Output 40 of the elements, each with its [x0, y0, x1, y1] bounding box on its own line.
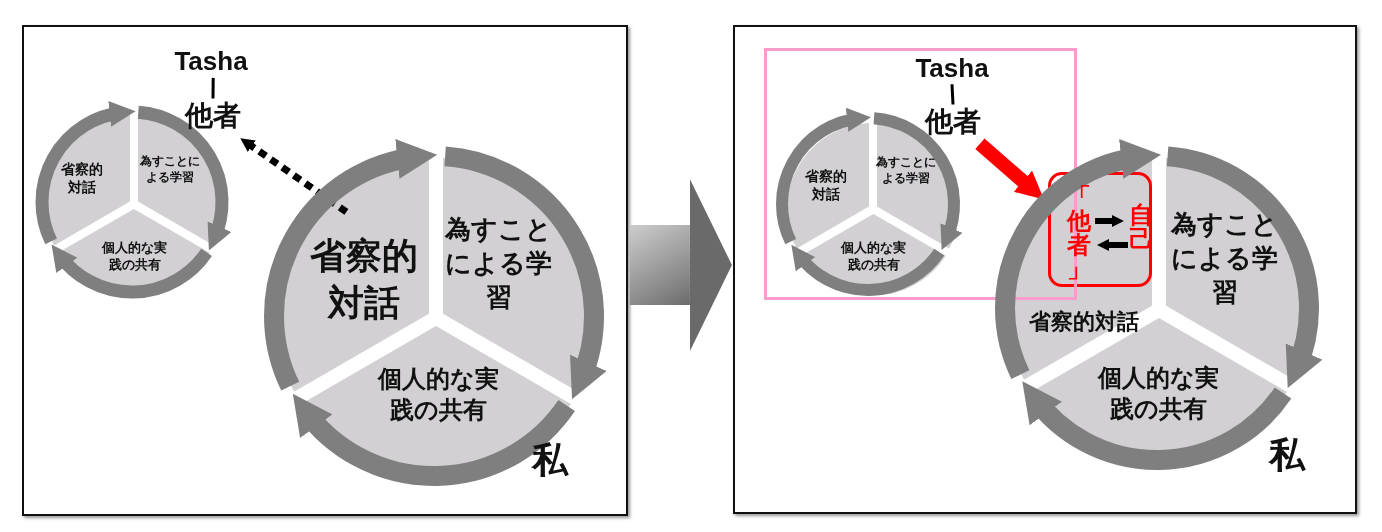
node-label: 自己 — [1129, 203, 1153, 251]
arrow — [35, 101, 136, 244]
segment-label: 為すことによる学習 — [443, 213, 554, 314]
arrow — [137, 105, 231, 251]
name-label: Tasha — [915, 52, 989, 86]
arrow — [873, 112, 962, 251]
arrow — [790, 245, 945, 296]
arrow — [1095, 215, 1124, 227]
dashed-arrow — [240, 138, 349, 215]
connector-line — [950, 84, 955, 105]
connector-line — [211, 77, 215, 99]
panel-frame — [733, 25, 1357, 514]
segment-label: 為すことによる学習 — [139, 154, 201, 186]
arrow — [291, 394, 575, 486]
name-label: Tasha — [174, 45, 248, 79]
arrow — [1021, 381, 1291, 470]
arrow — [776, 108, 871, 244]
arrow — [264, 140, 437, 390]
arrow — [995, 140, 1161, 379]
node-label: 他者 — [185, 97, 241, 135]
node-label: 他者 — [925, 103, 981, 141]
panel-frame — [22, 25, 628, 516]
segment-label: 個人的な実践の共有 — [100, 240, 169, 274]
segment-label: 個人的な実践の共有 — [1096, 362, 1221, 425]
arrow — [975, 138, 1044, 200]
segment-label: 省察的対話 — [60, 159, 104, 197]
node-label: 「他者」 — [1067, 185, 1091, 281]
segment-label: 個人的な実践の共有 — [376, 363, 501, 426]
segment-label: 省察的対話 — [1028, 307, 1140, 336]
person-label: 私 — [1269, 432, 1305, 477]
segment-label: 省察的対話 — [804, 166, 848, 204]
segment-label: 省察的対話 — [309, 234, 419, 325]
segment-label: 為すことによる学習 — [875, 155, 937, 187]
block-arrow — [629, 179, 732, 352]
segment-label: 為すことによる学習 — [1169, 208, 1280, 309]
segment-label: 個人的な実践の共有 — [839, 240, 908, 274]
person-label: 私 — [532, 437, 568, 482]
arrow — [50, 244, 212, 299]
arrow — [1166, 146, 1322, 389]
highlight-box — [1048, 172, 1152, 287]
